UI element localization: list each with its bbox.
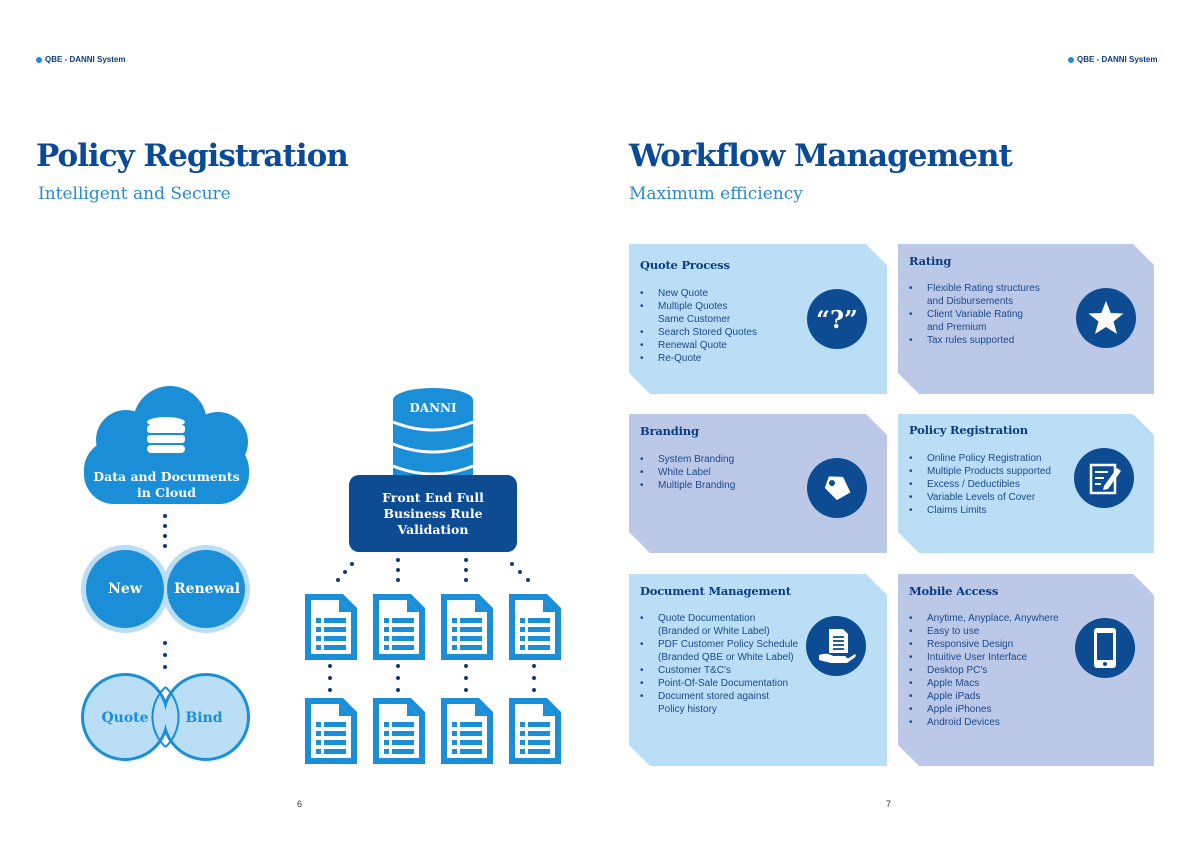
header-right: QBE - DANNI System (1068, 55, 1157, 64)
validation-label: Front End Full Business Rule Validation (382, 490, 484, 537)
list-item: Tax rules supported (909, 334, 1040, 347)
list-item: Apple Macs (909, 677, 1059, 690)
card-title: Mobile Access (909, 584, 999, 598)
document-icon (509, 698, 561, 764)
list-item: Online Policy Registration (909, 452, 1051, 465)
list-item: Customer T&C's (640, 664, 798, 677)
page-number-left: 6 (297, 799, 303, 809)
list-item: New Quote (640, 287, 757, 300)
list-item: Apple iPhones (909, 703, 1059, 716)
list-item: Android Devices (909, 716, 1059, 729)
policy-registration-diagram (81, 386, 561, 764)
card-list: New Quote Multiple Quotes Same Customer … (640, 287, 757, 365)
document-icon (305, 698, 357, 764)
document-connectors (328, 558, 536, 692)
document-hand-icon (806, 616, 866, 676)
new-renewal-shape (81, 545, 250, 633)
danni-label: DANNI (409, 401, 457, 415)
header-right-text: QBE - DANNI System (1077, 55, 1158, 64)
list-item: Document stored against Policy history (640, 690, 798, 716)
document-icon (305, 594, 357, 660)
document-pen-icon (1074, 448, 1134, 508)
card-title: Quote Process (640, 258, 730, 272)
new-label: New (108, 581, 142, 597)
card-title: Rating (909, 254, 952, 268)
list-item: PDF Customer Policy Schedule (Branded QB… (640, 638, 798, 664)
card-policy-registration: Policy Registration Online Policy Regist… (898, 414, 1154, 553)
qbe-logo-icon (36, 56, 42, 63)
card-title: Policy Registration (909, 423, 1028, 437)
list-item: Multiple Branding (640, 479, 735, 492)
card-document-management: Document Management Quote Documentation … (629, 574, 887, 766)
card-quote-process: Quote Process New Quote Multiple Quotes … (629, 244, 887, 394)
list-item: Re-Quote (640, 352, 757, 365)
card-list: Online Policy Registration Multiple Prod… (909, 452, 1051, 517)
tag-icon (807, 458, 867, 518)
list-item: Claims Limits (909, 504, 1051, 517)
right-page-title: Workflow Management (629, 138, 1013, 174)
list-item: System Branding (640, 453, 735, 466)
cloud-database-icon (147, 417, 185, 453)
card-list: System Branding White Label Multiple Bra… (640, 453, 735, 492)
left-page-subtitle: Intelligent and Secure (38, 184, 231, 204)
mobile-phone-icon (1075, 618, 1135, 678)
document-icon (373, 698, 425, 764)
list-item: Variable Levels of Cover (909, 491, 1051, 504)
list-item: Apple iPads (909, 690, 1059, 703)
renewal-label: Renewal (173, 581, 241, 597)
page-number-right: 7 (886, 799, 892, 809)
card-list: Anytime, Anyplace, Anywhere Easy to use … (909, 612, 1059, 729)
list-item: Easy to use (909, 625, 1059, 638)
list-item: Search Stored Quotes (640, 326, 757, 339)
card-list: Flexible Rating structures and Disbursem… (909, 282, 1040, 347)
list-item: Flexible Rating structures and Disbursem… (909, 282, 1040, 308)
card-mobile-access: Mobile Access Anytime, Anyplace, Anywher… (898, 574, 1154, 766)
document-icon (441, 698, 493, 764)
list-item: Excess / Deductibles (909, 478, 1051, 491)
card-title: Document Management (640, 584, 791, 598)
document-icon (509, 594, 561, 660)
header-left-text: QBE - DANNI System (45, 55, 126, 64)
header-left: QBE - DANNI System (36, 55, 125, 64)
list-item: Renewal Quote (640, 339, 757, 352)
card-rating: Rating Flexible Rating structures and Di… (898, 244, 1154, 394)
list-item: Intuitive User Interface (909, 651, 1059, 664)
cloud-shape (84, 386, 249, 504)
list-item: Desktop PC's (909, 664, 1059, 677)
qbe-logo-icon (1068, 56, 1074, 63)
bind-label: Bind (185, 710, 223, 726)
connector-dots (163, 514, 167, 669)
card-branding: Branding System Branding White Label Mul… (629, 414, 887, 553)
list-item: Multiple Products supported (909, 465, 1051, 478)
quote-label: Quote (101, 710, 149, 726)
left-page-title: Policy Registration (36, 138, 349, 174)
list-item: White Label (640, 466, 735, 479)
list-item: Client Variable Rating and Premium (909, 308, 1040, 334)
card-title: Branding (640, 424, 699, 438)
cloud-label: Data and Documents in Cloud (93, 469, 240, 500)
list-item: Multiple Quotes Same Customer (640, 300, 757, 326)
list-item: Responsive Design (909, 638, 1059, 651)
list-item: Anytime, Anyplace, Anywhere (909, 612, 1059, 625)
list-item: Quote Documentation (Branded or White La… (640, 612, 798, 638)
right-page-subtitle: Maximum efficiency (629, 184, 803, 204)
validation-box (349, 475, 517, 552)
quote-bind-shape (81, 673, 250, 761)
document-icon (373, 594, 425, 660)
quote-question-icon: “?” (807, 289, 867, 349)
list-item: Point-Of-Sale Documentation (640, 677, 798, 690)
star-icon (1076, 288, 1136, 348)
document-icon (441, 594, 493, 660)
card-list: Quote Documentation (Branded or White La… (640, 612, 798, 716)
